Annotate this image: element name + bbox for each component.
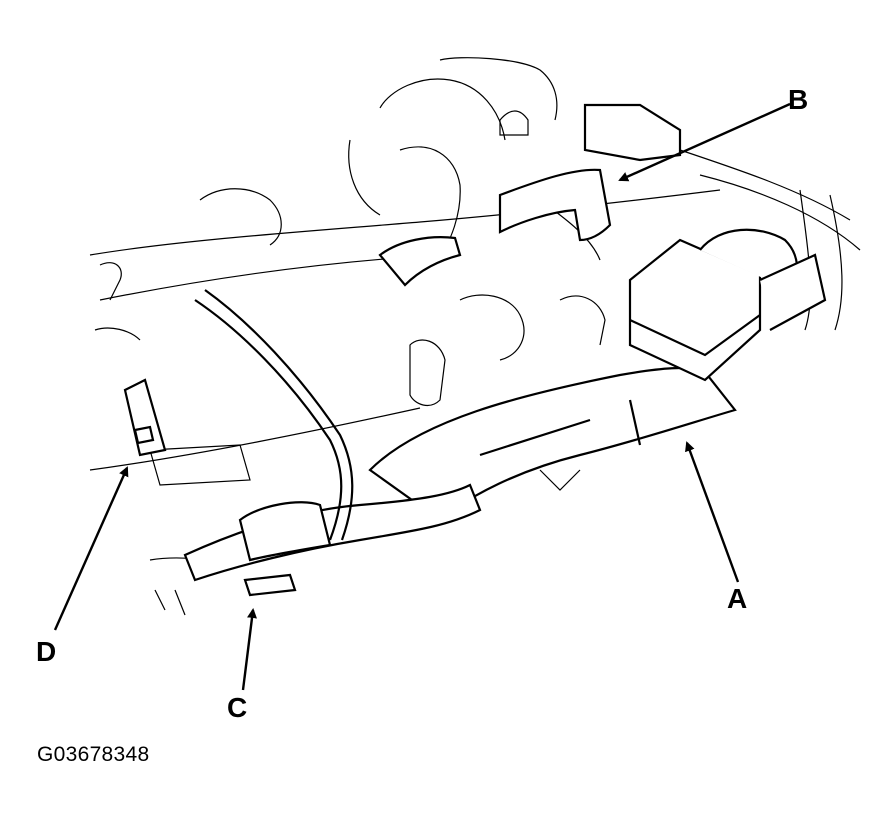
connector-block <box>628 228 827 382</box>
bracket-b <box>378 103 682 287</box>
pointer-c <box>241 608 257 691</box>
clip-d <box>123 378 167 457</box>
pointer-d <box>53 466 129 631</box>
harness-bracket-a <box>368 366 737 522</box>
callout-pointers <box>53 102 791 691</box>
pointer-b <box>618 102 791 182</box>
callout-label-c: C <box>227 692 248 723</box>
wire-harness-cable <box>183 289 482 582</box>
clip-c <box>243 573 297 597</box>
pointer-a <box>685 441 740 583</box>
figure-id: G03678348 <box>37 743 150 766</box>
callout-label-d: D <box>36 636 57 667</box>
callout-label-a: A <box>727 583 748 614</box>
callout-label-b: B <box>788 84 809 115</box>
